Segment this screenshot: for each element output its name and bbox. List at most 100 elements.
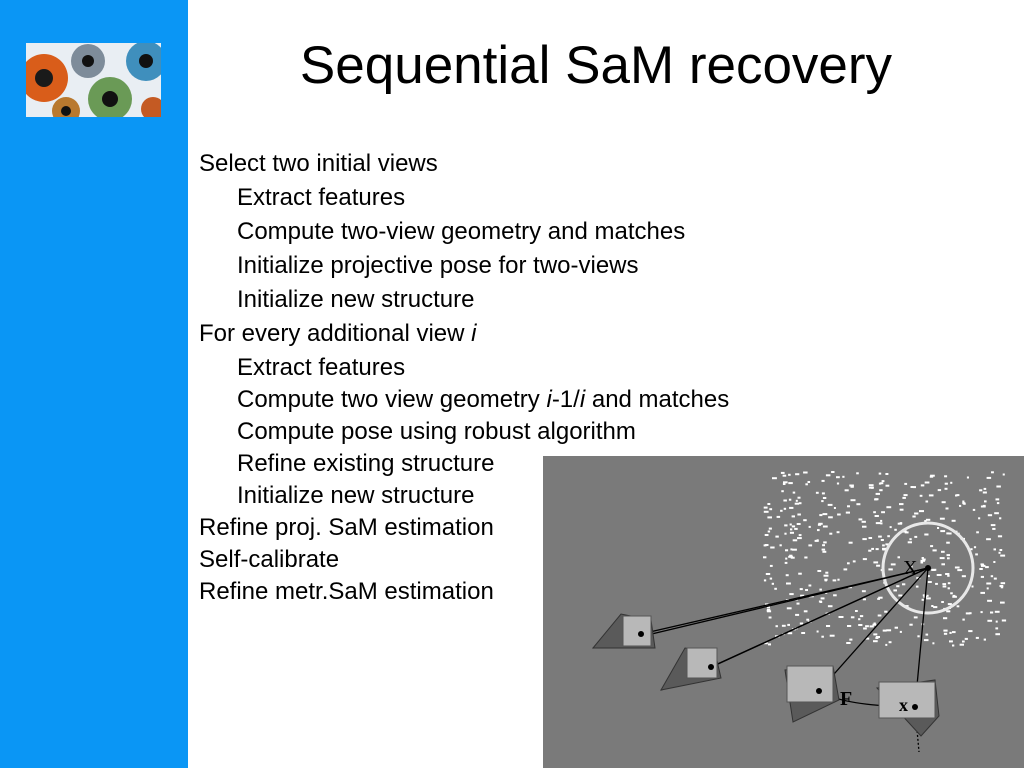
- cloud-point: [952, 644, 955, 647]
- cloud-point: [975, 636, 979, 639]
- cloud-point: [882, 629, 887, 632]
- cloud-point: [808, 584, 812, 587]
- cloud-point: [847, 562, 850, 565]
- cloud-point: [898, 594, 903, 597]
- cloud-point: [789, 593, 794, 596]
- cloud-point: [833, 594, 837, 597]
- cloud-point: [827, 605, 833, 608]
- cloud-point: [829, 532, 833, 535]
- cloud-point: [886, 506, 892, 509]
- cloud-point: [979, 489, 983, 492]
- cloud-point: [944, 482, 948, 485]
- cloud-point: [828, 516, 833, 519]
- cloud-point: [823, 574, 829, 577]
- cloud-point: [899, 503, 904, 506]
- cloud-point: [952, 631, 956, 634]
- cloud-point: [964, 637, 968, 640]
- cloud-point: [947, 587, 950, 590]
- cloud-point: [899, 630, 902, 633]
- cloud-point: [914, 512, 919, 515]
- cloud-point: [763, 544, 767, 547]
- cloud-point: [822, 550, 827, 553]
- cloud-point: [832, 579, 837, 582]
- cloud-point: [855, 610, 858, 612]
- cloud-point: [951, 519, 956, 522]
- cloud-point: [984, 500, 987, 503]
- cloud-point: [786, 607, 792, 610]
- cloud-point: [858, 618, 861, 621]
- cloud-point: [821, 479, 825, 482]
- cloud-point: [808, 544, 813, 547]
- step-item: Compute pose using robust algorithm: [237, 418, 636, 445]
- cloud-point: [769, 508, 773, 511]
- cloud-point: [780, 509, 783, 512]
- cloud-point: [941, 501, 946, 504]
- cloud-point: [885, 643, 888, 646]
- cloud-point: [862, 538, 867, 541]
- cloud-point: [992, 527, 996, 530]
- cloud-point: [993, 561, 996, 563]
- fundamental-label: F: [840, 688, 852, 710]
- cloud-point: [912, 486, 916, 489]
- cloud-point: [844, 489, 849, 492]
- cloud-point: [822, 513, 828, 516]
- cloud-point: [868, 486, 874, 489]
- cloud-point: [915, 585, 919, 588]
- cloud-point: [972, 508, 976, 511]
- cloud-point: [931, 569, 936, 571]
- cloud-point: [770, 546, 775, 549]
- cloud-point: [862, 558, 867, 561]
- slide-title: Sequential SaM recovery: [299, 36, 893, 95]
- cloud-point: [817, 523, 822, 526]
- cloud-point: [795, 499, 798, 502]
- cloud-point: [784, 524, 788, 527]
- cloud-point: [959, 643, 964, 646]
- cloud-point: [902, 496, 906, 499]
- image-point-label: x: [899, 695, 908, 715]
- cloud-point: [833, 507, 836, 509]
- cloud-point: [873, 622, 876, 625]
- cloud-point: [817, 570, 822, 572]
- cloud-point: [803, 519, 807, 522]
- cloud-point: [962, 500, 965, 503]
- cloud-point: [825, 571, 829, 574]
- cloud-point: [873, 511, 876, 514]
- cloud-point: [856, 503, 861, 506]
- cloud-point: [1000, 601, 1005, 604]
- cloud-point: [765, 573, 771, 575]
- cloud-point: [871, 547, 874, 550]
- cloud-point: [850, 499, 856, 502]
- cloud-point: [792, 548, 797, 551]
- cloud-point: [896, 585, 900, 588]
- cloud-point: [821, 500, 824, 503]
- cloud-point: [991, 471, 994, 474]
- cloud-point: [781, 624, 786, 627]
- cloud-point: [910, 565, 913, 568]
- cloud-point: [791, 525, 796, 528]
- cloud-point: [872, 623, 877, 626]
- cloud-point: [849, 484, 854, 487]
- cloud-point: [919, 510, 924, 513]
- cloud-point: [785, 557, 788, 560]
- cloud-point: [952, 595, 957, 598]
- cloud-point: [888, 568, 893, 571]
- cloud-point: [943, 629, 948, 632]
- cloud-point: [926, 597, 931, 600]
- cloud-point: [869, 625, 874, 628]
- cloud-point: [768, 527, 772, 530]
- cloud-point: [787, 632, 793, 635]
- cloud-point: [965, 612, 971, 615]
- cloud-point: [899, 508, 904, 511]
- cloud-point: [801, 632, 806, 634]
- cloud-point: [943, 617, 948, 620]
- cloud-point: [976, 531, 979, 534]
- point-cloud: [763, 471, 1007, 647]
- cloud-point: [826, 625, 831, 627]
- cloud-point: [920, 559, 926, 562]
- cloud-point: [803, 471, 808, 474]
- cloud-point: [782, 483, 786, 485]
- cloud-point: [975, 553, 978, 556]
- cloud-point: [790, 548, 793, 551]
- cloud-point: [922, 558, 926, 561]
- cloud-point: [798, 502, 802, 505]
